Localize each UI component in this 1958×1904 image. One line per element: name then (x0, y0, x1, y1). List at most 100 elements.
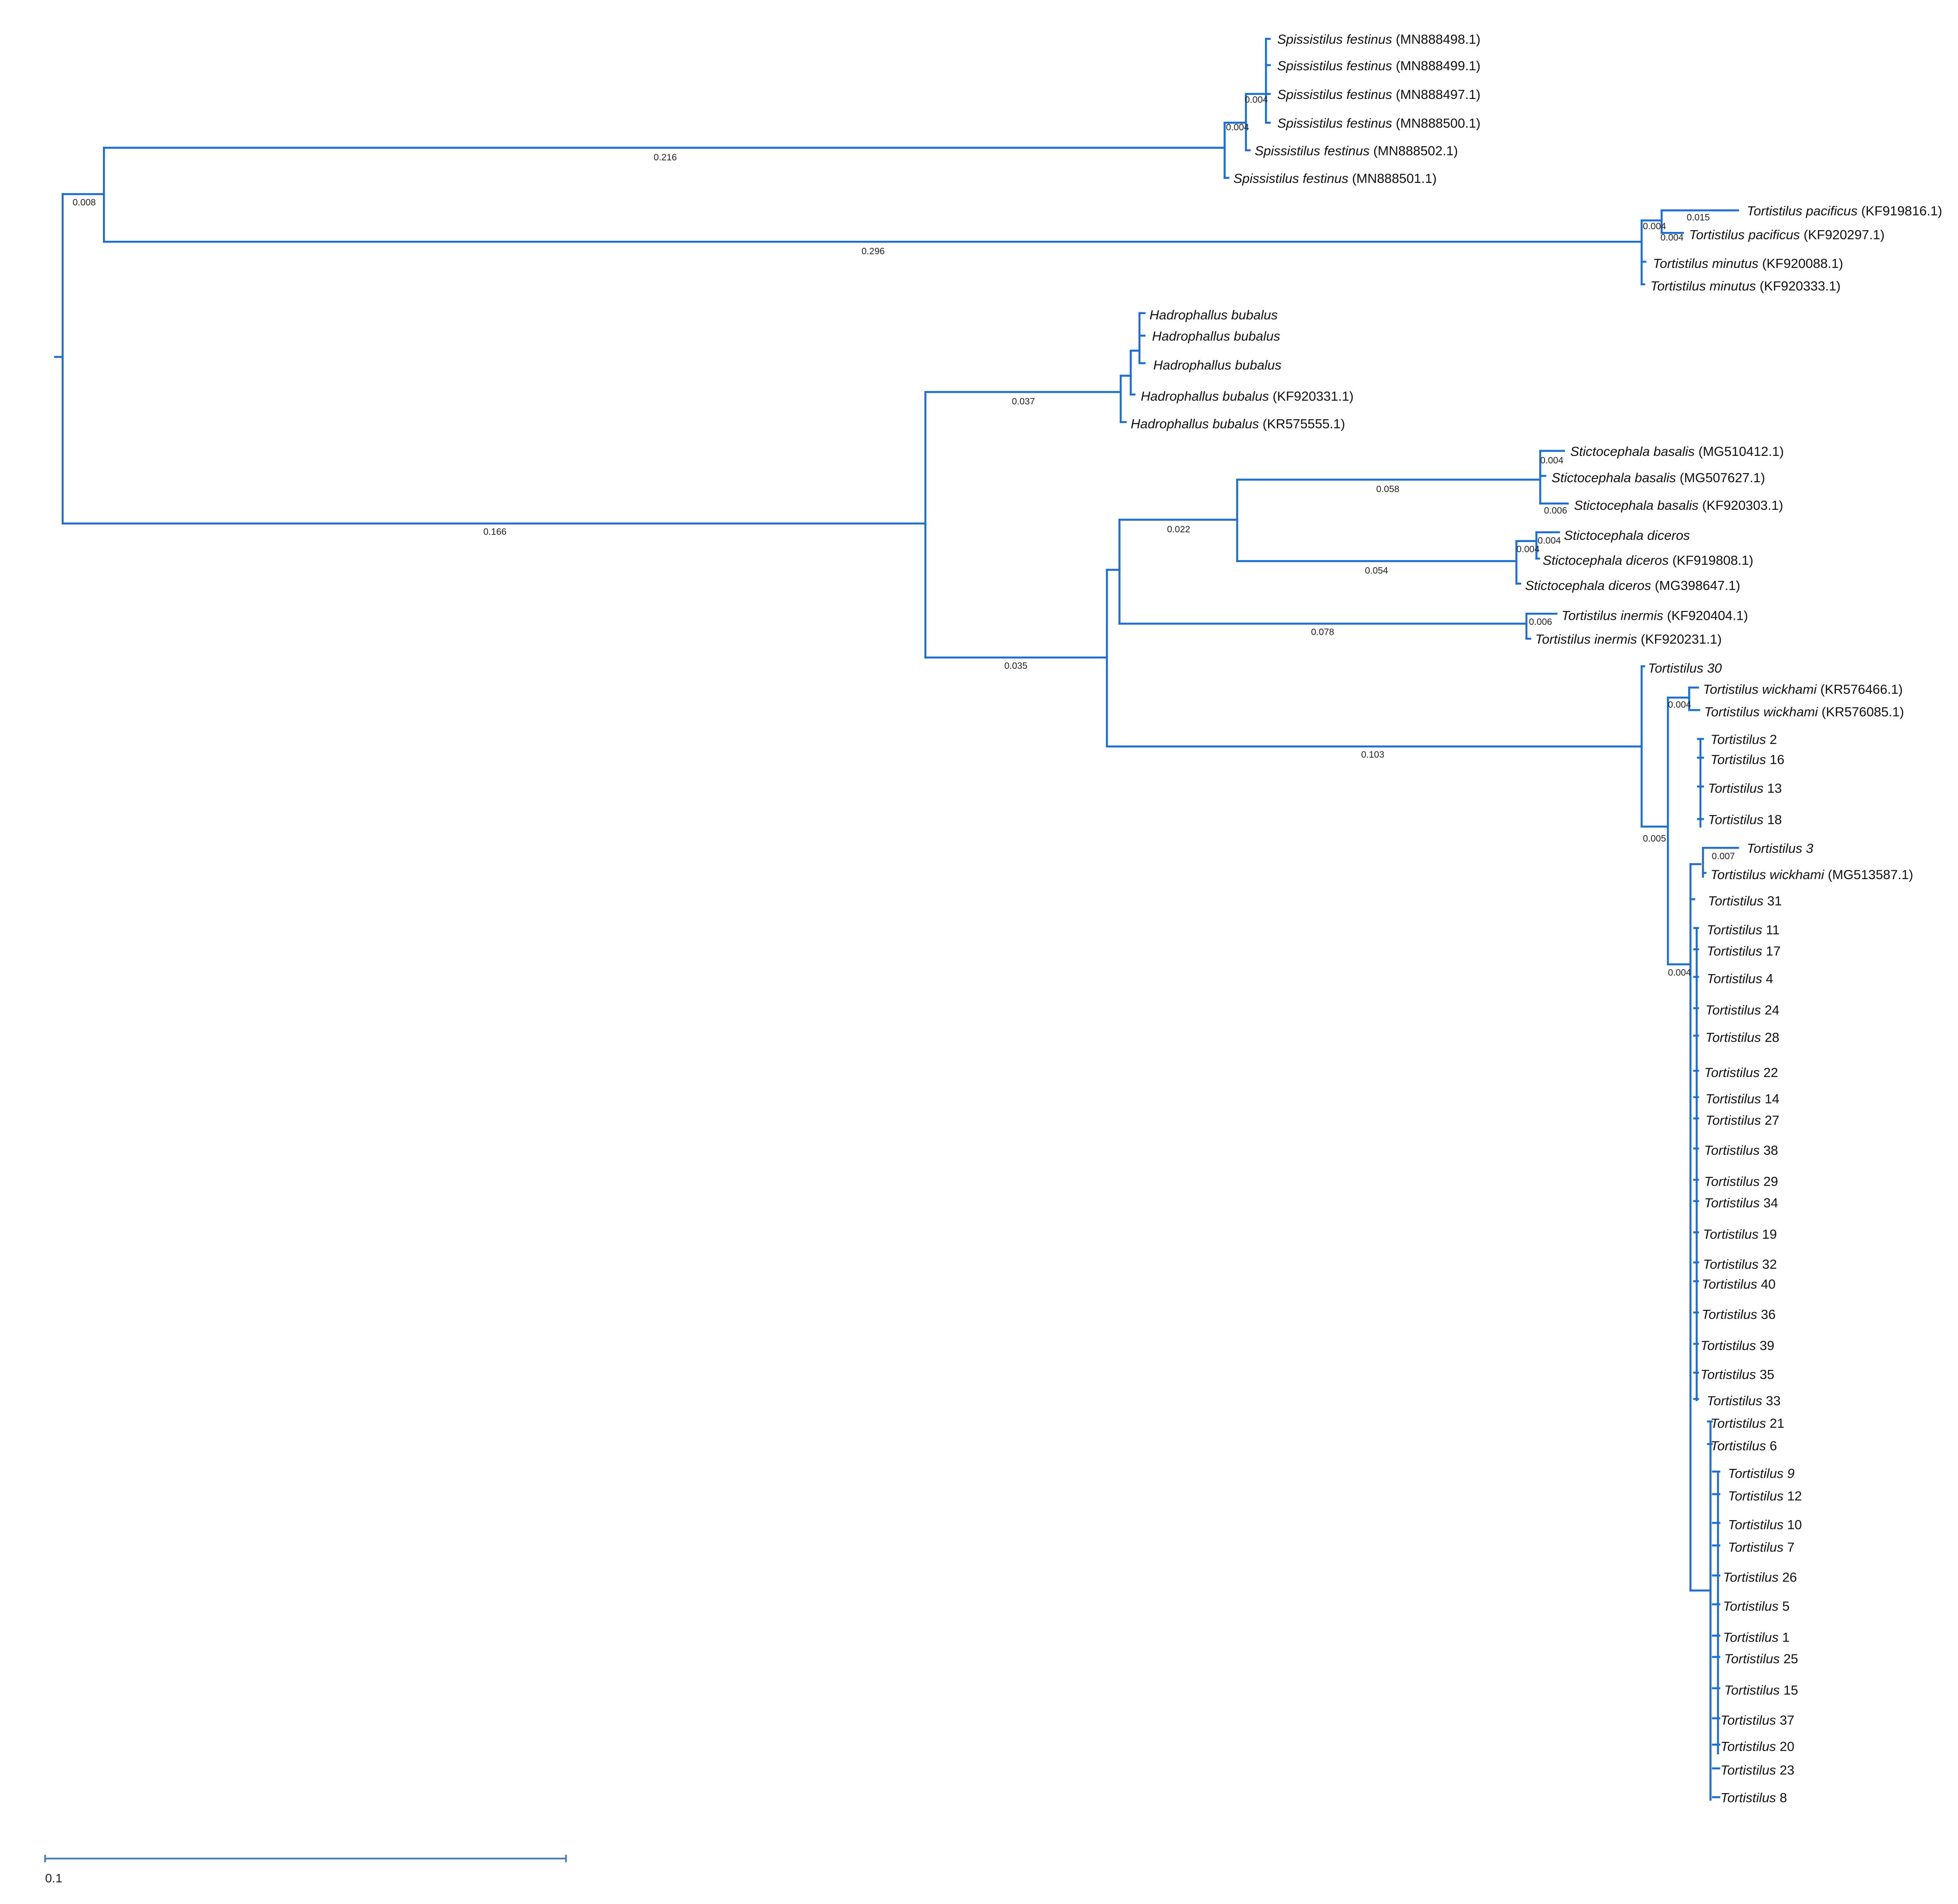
branch-length-bl-inermis: 0.078 (1311, 627, 1334, 637)
tip-label-tw587: Tortistilus wickhami (MG513587.1) (1711, 868, 1913, 882)
scale-bar-label: 0.1 (45, 1871, 62, 1885)
accession-number: 27 (1761, 1113, 1780, 1128)
species-name: Tortistilus (1707, 944, 1762, 959)
tip-label-t29: Tortistilus 29 (1704, 1175, 1778, 1189)
tip-label-t37: Tortistilus 37 (1720, 1713, 1794, 1728)
branch-length-bl-tort-pac-min: 0.296 (862, 247, 885, 257)
branch-length-bl-tp816: 0.015 (1687, 212, 1710, 223)
species-name: Hadrophallus bubalus (1153, 358, 1281, 372)
accession-number: (MG398647.1) (1651, 578, 1740, 593)
branch-length-bl-spiss-inner-1: 0.004 (1226, 122, 1250, 133)
accession-number: 37 (1776, 1713, 1795, 1728)
tip-label-t31: Tortistilus 31 (1708, 894, 1782, 909)
accession-number: 20 (1776, 1739, 1795, 1754)
accession-number: (KF919816.1) (1857, 204, 1942, 219)
tip-label-sb303: Stictocephala basalis (KF920303.1) (1574, 498, 1784, 513)
species-name: Tortistilus (1711, 732, 1766, 747)
accession-number: 11 (1762, 923, 1780, 937)
accession-number: 4 (1762, 972, 1773, 986)
accession-number: (KR576085.1) (1818, 705, 1904, 720)
species-name: Spissistilus festinus (1255, 144, 1370, 159)
accession-number: 17 (1762, 944, 1781, 959)
accession-number: 32 (1758, 1257, 1777, 1272)
accession-number: 15 (1780, 1683, 1798, 1698)
tip-label-t34: Tortistilus 34 (1704, 1196, 1778, 1210)
species-name: Tortistilus (1700, 1367, 1756, 1382)
accession-number: 22 (1760, 1066, 1778, 1080)
species-name: Stictocephala basalis (1574, 498, 1699, 513)
tree-branches (54, 38, 1739, 1801)
branch-length-bl-spissistilus: 0.216 (654, 152, 677, 163)
tip-label-sf499: Spissistilus festinus (MN888499.1) (1277, 59, 1481, 73)
tip-label-sd647: Stictocephala diceros (MG398647.1) (1525, 578, 1740, 593)
scale-bar: 0.1 (44, 1855, 567, 1885)
species-name: Tortistilus wickhami (1703, 683, 1818, 697)
tip-label-t6: Tortistilus 6 (1711, 1439, 1777, 1453)
species-name: Tortistilus (1711, 1416, 1766, 1431)
species-name: Tortistilus (1707, 1394, 1762, 1408)
tip-label-t19: Tortistilus 19 (1703, 1227, 1777, 1242)
tip-label-tp816: Tortistilus pacificus (KF919816.1) (1747, 204, 1942, 219)
tip-label-t10: Tortistilus 10 (1728, 1518, 1802, 1532)
species-name: Tortistilus (1704, 1196, 1760, 1210)
tip-label-t38: Tortistilus 38 (1704, 1143, 1778, 1158)
tip-label-t21: Tortistilus 21 (1711, 1416, 1784, 1431)
accession-number: (KR576466.1) (1817, 683, 1903, 697)
tip-label-sd808: Stictocephala diceros (KF919808.1) (1543, 554, 1753, 568)
tip-label-t8: Tortistilus 8 (1720, 1791, 1787, 1805)
species-name: Spissistilus festinus (1277, 87, 1392, 102)
species-name: Tortistilus (1703, 1257, 1759, 1272)
accession-number: 18 (1764, 812, 1782, 827)
tip-label-t13: Tortistilus 13 (1708, 781, 1782, 796)
tip-label-t28: Tortistilus 28 (1705, 1031, 1779, 1045)
tip-label-t17: Tortistilus 17 (1707, 944, 1780, 959)
branch-length-bl-basalis-inner: 0.004 (1540, 455, 1564, 466)
tip-label-ti404: Tortistilus inermis (KF920404.1) (1561, 608, 1748, 623)
tip-label-t35: Tortistilus 35 (1700, 1367, 1774, 1382)
tip-label-t3: Tortistilus 3 (1747, 842, 1814, 856)
tip-label-t5: Tortistilus 5 (1723, 1599, 1790, 1614)
tip-label-t40: Tortistilus 40 (1702, 1277, 1776, 1292)
branch-length-bl-diceros-inner-2: 0.004 (1516, 544, 1540, 554)
accession-number: (MN888500.1) (1392, 116, 1481, 131)
tip-label-sb412: Stictocephala basalis (MG510412.1) (1570, 444, 1784, 459)
species-name: Tortistilus (1704, 1143, 1760, 1158)
tip-label-hb331: Hadrophallus bubalus (KF920331.1) (1141, 389, 1354, 404)
tip-label-t4: Tortistilus 4 (1707, 972, 1773, 986)
branch-length-bl-tort-core: 0.005 (1643, 834, 1666, 844)
tip-label-tw085: Tortistilus wickhami (KR576085.1) (1704, 705, 1904, 720)
accession-number: 12 (1784, 1489, 1802, 1503)
tip-label-t1: Tortistilus 1 (1723, 1631, 1790, 1645)
species-name: Tortistilus wickhami (1704, 705, 1818, 720)
species-name: Tortistilus 9 (1728, 1466, 1795, 1481)
accession-number: (MN888502.1) (1370, 144, 1458, 159)
accession-number: (KF920088.1) (1758, 257, 1843, 271)
tip-label-t36: Tortistilus 36 (1702, 1307, 1776, 1322)
tip-label-t26: Tortistilus 26 (1723, 1570, 1797, 1585)
tip-label-t12: Tortistilus 12 (1728, 1489, 1802, 1503)
species-name: Tortistilus (1728, 1518, 1784, 1532)
species-name: Tortistilus pacificus (1689, 228, 1800, 243)
branch-length-bl-inermis-inner: 0.006 (1529, 617, 1553, 627)
branch-length-bl-spiss-inner-2: 0.004 (1245, 95, 1268, 105)
species-name: Tortistilus (1711, 752, 1766, 767)
tip-label-tp297: Tortistilus pacificus (KF920297.1) (1689, 228, 1884, 243)
tip-label-t32: Tortistilus 32 (1703, 1257, 1777, 1272)
tip-label-t9: Tortistilus 9 (1728, 1466, 1795, 1481)
species-name: Tortistilus (1700, 1339, 1756, 1353)
branch-length-bl-bottom-clade: 0.166 (483, 527, 507, 537)
tip-label-t16: Tortistilus 16 (1711, 752, 1784, 767)
species-name: Tortistilus (1704, 1066, 1760, 1080)
tip-label-t39: Tortistilus 39 (1700, 1339, 1774, 1353)
accession-number: 1 (1779, 1631, 1790, 1645)
branch-length-labels: 0.0080.2160.0040.0040.2960.0150.0040.004… (72, 95, 1735, 978)
tip-label-t30: Tortistilus 30 (1648, 661, 1722, 675)
species-name: Tortistilus (1705, 1031, 1761, 1045)
species-name: Tortistilus (1720, 1739, 1776, 1754)
accession-number: (MN888498.1) (1392, 32, 1481, 47)
accession-number: (KF919808.1) (1669, 554, 1753, 568)
branch-length-bl-diceros-inner-1: 0.004 (1538, 535, 1561, 546)
species-name: Spissistilus festinus (1277, 116, 1392, 131)
tip-label-t22: Tortistilus 22 (1704, 1066, 1778, 1080)
accession-number: 24 (1761, 1003, 1780, 1017)
